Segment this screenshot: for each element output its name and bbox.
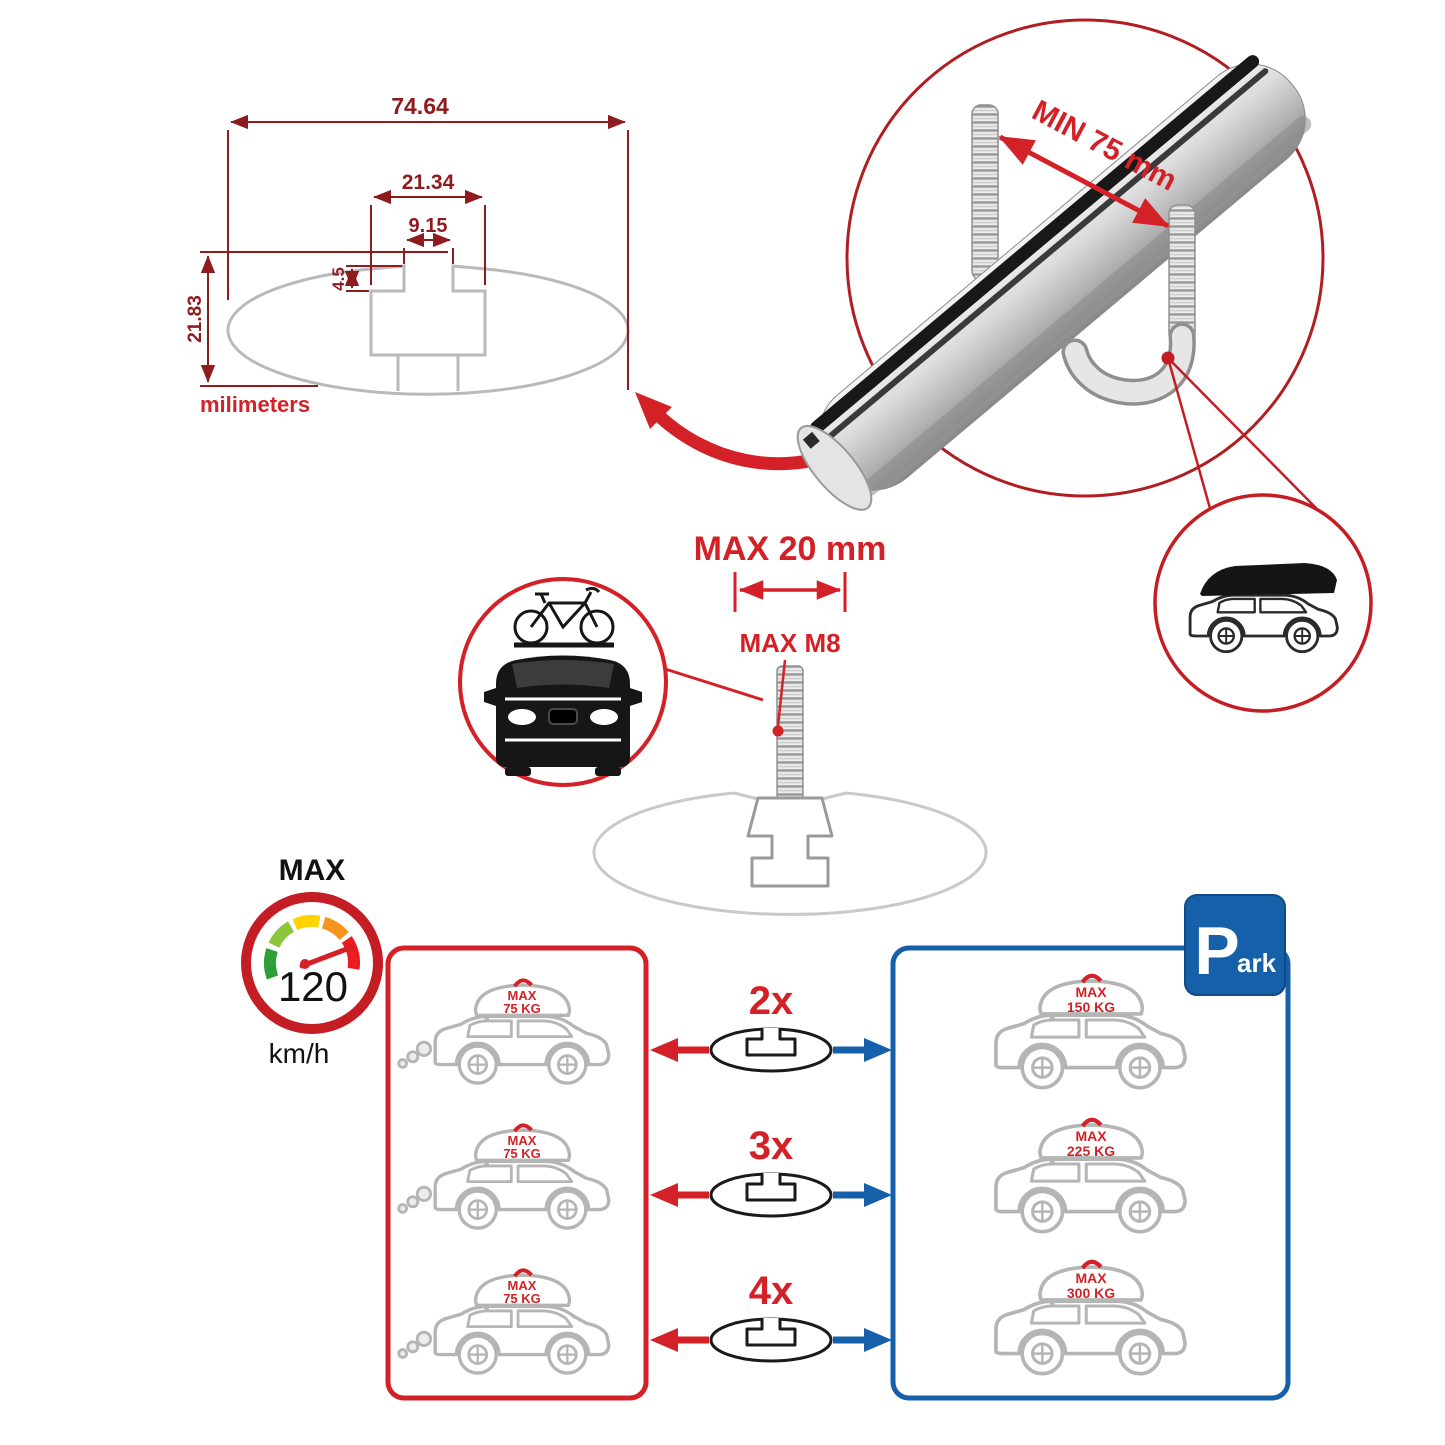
speed-limit: MAX 120 km/h <box>241 854 383 1069</box>
count-label: 2x <box>749 979 794 1023</box>
park-sign-suffix: ark <box>1237 948 1277 978</box>
roof-cargo-weight: 75 KG <box>503 1291 541 1306</box>
u-bolt-right-thread <box>1168 204 1196 344</box>
roof-cargo-label: MAX <box>1075 984 1107 1000</box>
arrow-right-blue-head <box>864 1183 892 1207</box>
opening-width-extension-lines <box>403 248 454 264</box>
parked-cars: MAX 150 KG MAX 225 KG MAX 300 KG <box>994 976 1187 1376</box>
roof-cargo-weight: 300 KG <box>1067 1285 1115 1301</box>
total-height-value: 21.83 <box>185 295 206 343</box>
roof-cargo-label: MAX <box>508 988 537 1003</box>
profile-icon <box>709 1026 833 1073</box>
roof-cargo-label: MAX <box>508 1133 537 1148</box>
total-width-extension-lines <box>227 130 629 390</box>
arrow-right-blue-head <box>864 1038 892 1062</box>
min-clearance-arrow <box>998 134 1170 229</box>
speedometer-arcs <box>264 915 360 980</box>
callout-leader-lines <box>1166 357 1318 513</box>
arrow-left-red-head <box>650 1328 678 1352</box>
bike-circle-leader <box>661 666 764 702</box>
total-width-value: 74.64 <box>391 93 449 119</box>
speed-unit: km/h <box>269 1038 330 1069</box>
lip-depth-value: 4.5 <box>329 267 348 291</box>
car-headlight-right <box>590 709 618 725</box>
profile-icon <box>709 1171 833 1218</box>
bolt-length-label: MAX 20 mm <box>694 530 887 568</box>
profile-web-lines <box>396 355 460 391</box>
roof-cargo-weight: 150 KG <box>1067 999 1115 1015</box>
bolt-detail: MAX 20 mm MAX M8 <box>458 530 988 916</box>
speed-value: 120 <box>278 963 348 1010</box>
roof-cargo-weight: 75 KG <box>503 1001 541 1016</box>
roof-cargo-weight: 75 KG <box>503 1146 541 1161</box>
count-label: 3x <box>749 1124 794 1168</box>
faint-profile-lips <box>733 791 847 801</box>
channel-width-value: 21.34 <box>402 171 455 194</box>
speed-max-label: MAX <box>279 854 346 887</box>
bolt-thread-label: MAX M8 <box>739 628 840 658</box>
t-slot-adapter <box>746 796 834 888</box>
channel-width-extension-lines <box>370 205 486 285</box>
driving-cars: MAX 75 KG MAX 75 KG MAX 75 KG <box>397 980 611 1375</box>
car-grille <box>548 708 578 725</box>
bolt-length-extension-lines <box>733 572 847 612</box>
crossbar-end-cap <box>796 425 873 511</box>
u-bolt-left-thread <box>971 104 999 281</box>
car-windshield <box>512 660 614 688</box>
magnifier-circle <box>845 18 1325 498</box>
count-label: 4x <box>749 1269 794 1313</box>
arrow-left-red-head <box>650 1038 678 1062</box>
bolt-thread-dot <box>772 725 784 737</box>
lip-depth-extension-lines <box>346 265 402 292</box>
profile-ellipse <box>226 267 630 396</box>
roof-box-illustration <box>1200 563 1337 596</box>
car-headlight-left <box>508 709 536 725</box>
total-height-extension-lines <box>200 251 448 387</box>
crossbar-detail: MIN 75 mm <box>796 18 1373 713</box>
park-sign-letter: P <box>1194 913 1239 989</box>
park-sign: P ark <box>1184 894 1286 996</box>
roof-cargo-label: MAX <box>1075 1128 1107 1144</box>
profile-icon <box>709 1316 833 1363</box>
bike-car-illustration <box>484 586 642 776</box>
roof-cargo-label: MAX <box>1075 1270 1107 1286</box>
crossbar-render <box>796 55 1312 511</box>
opening-width-value: 9.15 <box>409 215 448 237</box>
bolt-thread-leader <box>776 659 787 727</box>
bicycle-icon <box>513 586 615 648</box>
callout-arrow-head <box>635 392 672 429</box>
speedometer-needle <box>299 944 355 969</box>
profile-t-slot <box>369 264 487 357</box>
roof-cargo-weight: 225 KG <box>1067 1143 1115 1159</box>
faint-profile-ellipse <box>592 791 988 916</box>
arrow-right-blue-head <box>864 1328 892 1352</box>
callout-dot <box>1161 351 1175 365</box>
arrow-left-red-head <box>650 1183 678 1207</box>
roof-cargo-label: MAX <box>508 1278 537 1293</box>
profile-cross-section-diagram: 74.64 21.34 9.15 4.5 21.83 milimeters <box>185 93 852 471</box>
units-label: milimeters <box>200 392 310 417</box>
crossbar-count-column: 2x 3x 4x <box>650 979 892 1363</box>
